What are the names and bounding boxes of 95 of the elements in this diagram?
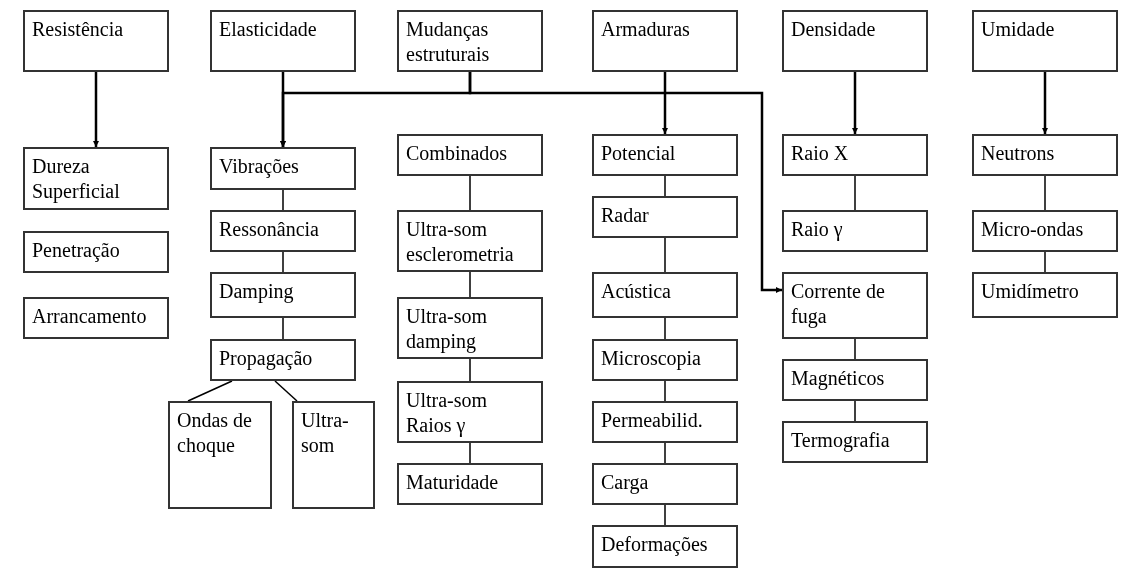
box-label: Maturidade (406, 470, 500, 495)
category-box (972, 10, 1118, 72)
connector-line (469, 175, 471, 211)
category-box (168, 401, 272, 509)
category-box (972, 272, 1118, 318)
category-box (23, 147, 169, 210)
box-label: Permeabilid. (601, 408, 704, 433)
arrow (1042, 72, 1048, 134)
connector-line (469, 442, 471, 464)
arrow (93, 72, 99, 147)
category-box (782, 210, 928, 252)
connector-line (664, 175, 666, 197)
connector-line (469, 358, 471, 382)
box-label: Acústica (601, 279, 672, 304)
connector-line (664, 442, 666, 464)
category-box (592, 272, 738, 318)
box-label: Ondas de choque (177, 408, 253, 458)
category-box (782, 272, 928, 339)
box-label: Elasticidade (219, 17, 318, 42)
category-box (397, 134, 543, 176)
connector-line (1044, 175, 1046, 211)
box-label: Termografia (791, 428, 891, 453)
box-label: Propagação (219, 346, 314, 371)
box-label: Ressonância (219, 217, 320, 242)
category-box (23, 231, 169, 273)
box-label: Magnéticos (791, 366, 886, 391)
box-label: Armaduras (601, 17, 691, 42)
category-box (592, 196, 738, 238)
connector-line (664, 380, 666, 402)
arrow (468, 72, 782, 293)
box-label: Combinados (406, 141, 509, 166)
box-label: Damping (219, 279, 295, 304)
box-label: Neutrons (981, 141, 1056, 166)
connector-line (282, 189, 284, 211)
category-box (592, 339, 738, 381)
category-box (397, 10, 543, 72)
box-label: Potencial (601, 141, 677, 166)
box-label: Resistência (32, 17, 125, 42)
category-box (397, 463, 543, 505)
category-box (210, 210, 356, 252)
connector-line (282, 317, 284, 340)
category-box (210, 339, 356, 381)
box-label: Penetração (32, 238, 121, 263)
connector-line (664, 504, 666, 526)
box-label: Ultra-som (301, 408, 350, 458)
box-label: Arrancamento (32, 304, 148, 329)
box-label: Ultra-som esclerometria (406, 217, 515, 267)
category-box (972, 210, 1118, 252)
category-box (23, 297, 169, 339)
box-label: Deformações (601, 532, 709, 557)
connector-line (854, 400, 856, 422)
box-label: Vibrações (219, 154, 300, 179)
category-box (782, 134, 928, 176)
box-label: Mudanças estruturais (406, 17, 491, 67)
connector-line (187, 380, 233, 402)
box-label: Carga (601, 470, 650, 495)
category-box (210, 272, 356, 318)
category-box (210, 147, 356, 190)
category-box (782, 10, 928, 72)
box-label: Raio γ (791, 217, 844, 242)
category-box (592, 10, 738, 72)
box-label: Corrente de fuga (791, 279, 886, 329)
category-box (210, 10, 356, 72)
box-label: Micro-ondas (981, 217, 1085, 242)
connector-line (664, 317, 666, 340)
box-label: Radar (601, 203, 650, 228)
connector-line (282, 251, 284, 273)
category-box (782, 421, 928, 463)
connector-line (854, 338, 856, 360)
category-box (782, 359, 928, 401)
category-box (972, 134, 1118, 176)
category-box (397, 297, 543, 359)
connector-line (854, 175, 856, 211)
box-label: Umidímetro (981, 279, 1080, 304)
connector-line (664, 237, 666, 273)
connector-line (274, 380, 298, 402)
connector-line (469, 271, 471, 298)
category-box (23, 10, 169, 72)
category-box (397, 381, 543, 443)
box-label: Dureza Superficial (32, 154, 121, 204)
category-box (397, 210, 543, 272)
arrow (852, 72, 858, 134)
box-label: Raio X (791, 141, 850, 166)
box-label: Ultra-som Raios γ (406, 388, 489, 438)
category-box (592, 525, 738, 568)
box-label: Umidade (981, 17, 1056, 42)
category-box (592, 134, 738, 176)
box-label: Densidade (791, 17, 877, 42)
connector-line (1044, 251, 1046, 273)
category-box (592, 463, 738, 505)
box-label: Ultra-som damping (406, 304, 489, 354)
category-box (592, 401, 738, 443)
category-box (292, 401, 375, 509)
arrow (662, 72, 668, 134)
box-label: Microscopia (601, 346, 702, 371)
